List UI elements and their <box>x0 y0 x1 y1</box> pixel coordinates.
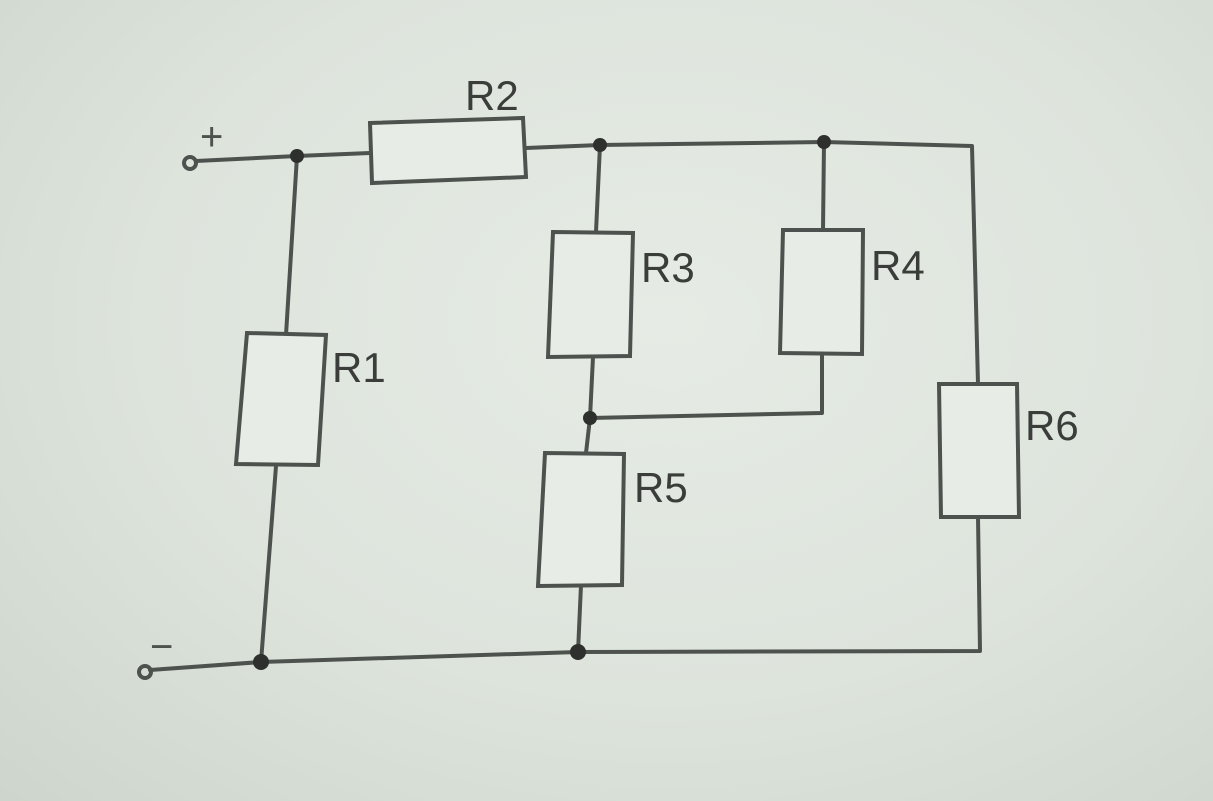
junction-node-r1-r2 <box>290 149 304 163</box>
resistor-r4-label: R4 <box>871 242 925 289</box>
negative-terminal-sign: − <box>150 625 173 669</box>
wire-r1-top <box>284 154 299 337</box>
wire-r3-top <box>594 143 602 234</box>
resistor-r2-label: R2 <box>465 72 519 119</box>
resistor-r5-body <box>535 450 627 589</box>
junction-node-r2-r3 <box>593 138 607 152</box>
resistor-r3-body <box>545 229 636 360</box>
wire-r3-bottom <box>588 355 595 420</box>
resistor-r3-label: R3 <box>641 244 695 291</box>
wire-r1-bottom <box>259 464 278 664</box>
resistor-r6-label: R6 <box>1025 402 1079 449</box>
resistor-r1-body <box>233 330 329 468</box>
junction-node-r1-bottom <box>253 654 269 670</box>
negative-terminal <box>137 664 153 680</box>
resistor-r2: R2 <box>367 72 529 186</box>
wire-r4-top <box>821 140 826 232</box>
resistor-r1-label: R1 <box>332 344 386 391</box>
junction-node-r3-r5 <box>583 411 597 425</box>
wire-r5-bottom <box>576 583 583 654</box>
resistor-r6-body <box>936 382 1022 519</box>
resistor-r1: R1 <box>233 330 386 468</box>
positive-terminal-sign: + <box>200 115 223 159</box>
resistor-r2-body <box>367 115 529 186</box>
resistor-r5-label: R5 <box>634 464 688 511</box>
resistor-r4: R4 <box>777 228 925 357</box>
resistor-r5: R5 <box>535 450 688 589</box>
junction-node-r5-bottom <box>570 644 586 660</box>
junction-node-r4-top <box>817 135 831 149</box>
wire-r4-bottom <box>588 352 824 420</box>
resistor-r4-body <box>777 228 866 357</box>
positive-terminal <box>182 155 198 171</box>
resistor-r6: R6 <box>936 382 1079 519</box>
resistor-r3: R3 <box>545 229 695 360</box>
